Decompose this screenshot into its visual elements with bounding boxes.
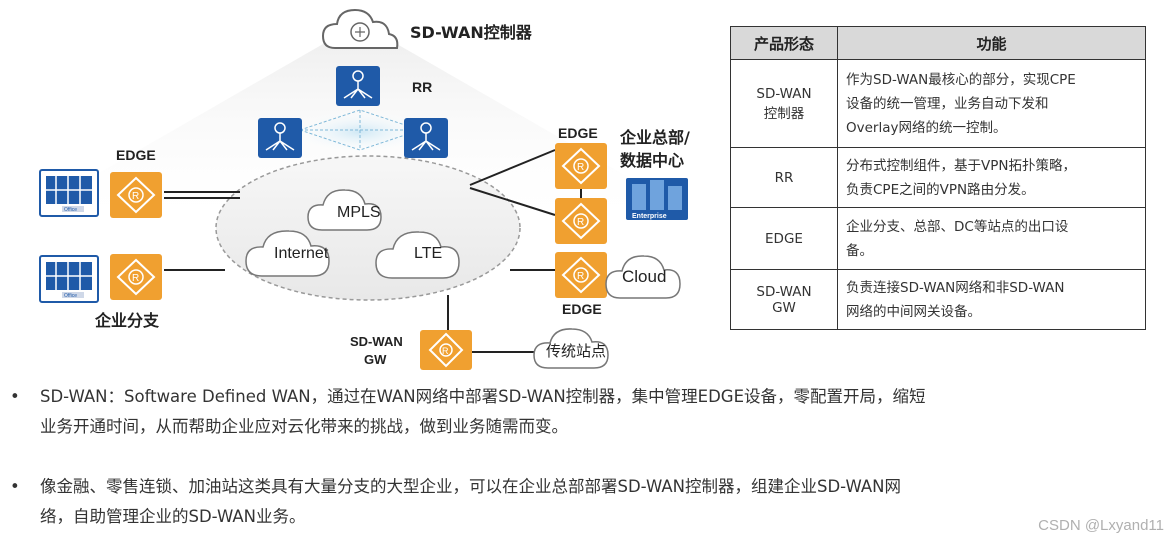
gw-label-line1: SD-WAN (350, 334, 403, 349)
bullet-item-2: • 像金融、零售连锁、加油站这类具有大量分支的大型企业，可以在企业总部部署SD-… (10, 472, 1160, 532)
product-function-table: 产品形态 功能 SD-WAN 控制器 作为SD-WAN最核心的部分，实现CPE … (730, 26, 1146, 330)
bullet-line: 络，自助管理企业的SD-WAN业务。 (40, 507, 306, 526)
form-line: GW (772, 299, 796, 316)
office-icon-1 (39, 169, 99, 217)
form-line: SD-WAN (756, 85, 812, 102)
table-cell-function: 负责连接SD-WAN网络和非SD-WAN 网络的中间网关设备。 (837, 269, 1146, 330)
edge-router-cloud (555, 252, 607, 298)
internet-cloud-icon (245, 230, 330, 277)
edge-router-branch-1 (110, 172, 162, 218)
form-line: SD-WAN (756, 283, 812, 300)
edge-router-branch-2 (110, 254, 162, 300)
table-cell-form: EDGE (730, 207, 838, 270)
network-label-lte: LTE (414, 245, 442, 262)
controller-cloud-icon (321, 8, 399, 49)
gw-label-line2: GW (364, 352, 387, 367)
edge-router-hq-1 (555, 143, 607, 189)
function-line: 负责连接SD-WAN网络和非SD-WAN (846, 279, 1065, 296)
form-line: 控制器 (763, 105, 805, 122)
header-function: 功能 (837, 26, 1146, 60)
office-label-2: Office (64, 293, 77, 299)
table-row: EDGE 企业分支、总部、DC等站点的出口设 备。 (730, 207, 1146, 270)
branch-label: 企业分支 (94, 311, 160, 330)
table-cell-function: 企业分支、总部、DC等站点的出口设 备。 (837, 207, 1146, 270)
table-cell-function: 作为SD-WAN最核心的部分，实现CPE 设备的统一管理，业务自动下发和 Ove… (837, 59, 1146, 148)
bullet-line: 业务开通时间，从而帮助企业应对云化带来的挑战，做到业务随需而变。 (40, 417, 568, 436)
edge-router-glyph-cloud: R (577, 271, 584, 282)
table-row: SD-WAN 控制器 作为SD-WAN最核心的部分，实现CPE 设备的统一管理，… (730, 59, 1146, 148)
traditional-site-cloud-icon (533, 328, 609, 369)
table-row: SD-WAN GW 负责连接SD-WAN网络和非SD-WAN 网络的中间网关设备… (730, 269, 1146, 330)
sdwan-architecture-diagram: SD-WAN控制器 RR MPLS Internet LTE (0, 8, 720, 370)
bullet-dot: • (10, 477, 20, 496)
bullet-item-1: • SD-WAN：Software Defined WAN，通过在WAN网络中部… (10, 382, 1160, 442)
hq-title-line1: 企业总部/ (619, 128, 690, 147)
edge-router-glyph-hq-1: R (577, 162, 584, 173)
enterprise-label: Enterprise (632, 213, 667, 220)
hq-title-line2: 数据中心 (620, 151, 684, 170)
table-cell-form: RR (730, 147, 838, 208)
table-header-row: 产品形态 功能 (730, 26, 1146, 60)
office-label-1: Office (64, 207, 77, 213)
function-line: 网络的中间网关设备。 (846, 303, 981, 320)
controller-label: SD-WAN控制器 (410, 23, 533, 42)
lte-cloud-icon (375, 231, 460, 279)
edge-router-glyph-2: R (132, 273, 139, 284)
function-line: 负责CPE之间的VPN路由分发。 (846, 181, 1035, 198)
function-line: 分布式控制组件，基于VPN拓扑策略， (846, 157, 1076, 174)
enterprise-building-icon (626, 178, 688, 220)
network-label-mpls: MPLS (337, 204, 381, 221)
cloud-icon (605, 255, 681, 299)
form-line: EDGE (765, 230, 803, 247)
form-line: RR (774, 169, 794, 186)
function-line: 企业分支、总部、DC等站点的出口设 (846, 218, 1069, 235)
header-product-form: 产品形态 (730, 26, 838, 60)
bullet-line: SD-WAN：Software Defined WAN，通过在WAN网络中部署S… (40, 387, 926, 406)
edge-router-glyph-1: R (132, 191, 139, 202)
hq-edge-label: EDGE (558, 125, 598, 141)
watermark: CSDN @Lxyand11 (1038, 517, 1164, 534)
table-cell-form: SD-WAN GW (730, 269, 838, 330)
office-icon-2 (39, 255, 99, 303)
gw-router-glyph: R (442, 346, 449, 356)
rr-router-right (404, 118, 448, 158)
table-row: RR 分布式控制组件，基于VPN拓扑策略， 负责CPE之间的VPN路由分发。 (730, 147, 1146, 208)
cloud-label: Cloud (622, 267, 666, 286)
gw-router (420, 330, 472, 370)
edge-left-label: EDGE (116, 147, 156, 163)
cloud-edge-label: EDGE (562, 301, 602, 317)
edge-router-glyph-hq-2: R (577, 217, 584, 228)
table-cell-function: 分布式控制组件，基于VPN拓扑策略， 负责CPE之间的VPN路由分发。 (837, 147, 1146, 208)
rr-router-left (258, 118, 302, 158)
bullet-line: 像金融、零售连锁、加油站这类具有大量分支的大型企业，可以在企业总部部署SD-WA… (40, 477, 902, 496)
mpls-cloud-icon (307, 189, 382, 231)
edge-router-hq-2 (555, 198, 607, 244)
function-line: 备。 (846, 242, 873, 259)
bullet-dot: • (10, 387, 20, 406)
rr-router-top (336, 66, 380, 106)
traditional-site-label: 传统站点 (546, 342, 606, 360)
network-label-internet: Internet (274, 245, 329, 262)
rr-label: RR (412, 79, 432, 95)
function-line: 作为SD-WAN最核心的部分，实现CPE (846, 71, 1076, 88)
function-line: 设备的统一管理，业务自动下发和 (846, 95, 1049, 112)
table-cell-form: SD-WAN 控制器 (730, 59, 838, 148)
wan-links (164, 149, 556, 353)
function-line: Overlay网络的统一控制。 (846, 119, 1007, 136)
